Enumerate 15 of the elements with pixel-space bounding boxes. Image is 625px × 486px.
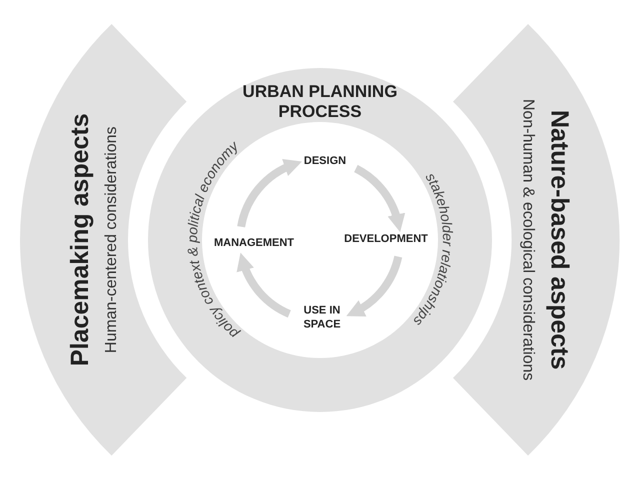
arc-band [20,24,187,456]
cycle-arrow [237,160,302,228]
stage-label: USE IN SPACE [299,304,345,332]
stage-label: DESIGN [304,155,346,169]
cycle-arrow [237,252,292,318]
arc-band [453,24,620,456]
cycle-arrow [346,256,402,317]
band-title: Placemaking aspects [66,114,94,366]
ring-title: URBAN PLANNING PROCESS [242,82,398,123]
band-subtitle: Non-human & ecological considerations [520,99,537,381]
stage-label: DEVELOPMENT [344,233,428,247]
band-subtitle: Human-centered considerations [103,126,120,354]
stage-label: MANAGEMENT [214,237,294,251]
cycle-arrow [354,165,404,232]
band-title: Nature-based aspects [546,110,574,370]
